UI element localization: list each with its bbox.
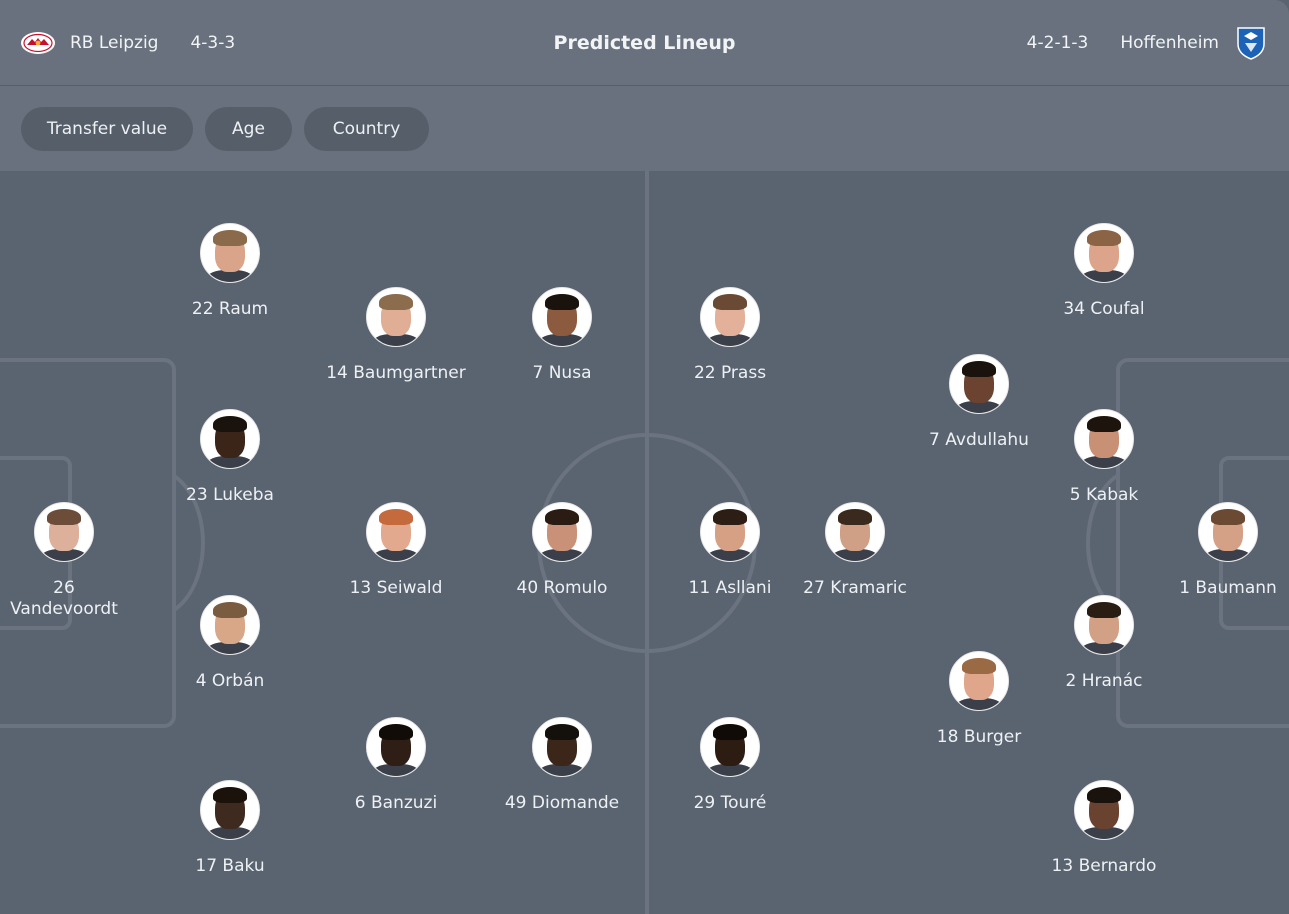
player-card[interactable]: 40 Romulo <box>472 502 652 599</box>
hoffenheim-crest-icon <box>1233 25 1269 61</box>
home-formation: 4-3-3 <box>190 32 236 53</box>
away-team-name: Hoffenheim <box>1120 32 1219 53</box>
player-name: 29 Touré <box>693 793 767 813</box>
player-photo <box>532 287 592 347</box>
away-formation: 4-2-1-3 <box>1026 32 1089 53</box>
player-photo <box>1074 595 1134 655</box>
player-card[interactable]: 18 Burger <box>889 651 1069 748</box>
player-name: 22 Raum <box>191 299 269 319</box>
player-photo <box>532 502 592 562</box>
player-card[interactable]: 11 Asllani <box>640 502 820 599</box>
player-card[interactable]: 5 Kabak <box>1014 409 1194 506</box>
player-card[interactable]: 6 Banzuzi <box>306 717 486 814</box>
player-photo <box>700 502 760 562</box>
player-card[interactable]: 49 Diomande <box>472 717 652 814</box>
pitch: 22 Raum 23 Lukeba 26 Vandevoordt 4 Orbán… <box>0 171 1289 914</box>
player-card[interactable]: 34 Coufal <box>1014 223 1194 320</box>
player-name: 26 Vandevoordt <box>10 578 118 619</box>
player-card[interactable]: 1 Baumann <box>1170 502 1286 599</box>
player-photo <box>700 287 760 347</box>
player-photo <box>532 717 592 777</box>
player-name: 18 Burger <box>936 727 1022 747</box>
player-photo <box>1074 223 1134 283</box>
player-card[interactable]: 17 Baku <box>140 780 320 877</box>
filter-country-button[interactable]: Country <box>304 107 429 151</box>
player-name: 22 Prass <box>693 363 767 383</box>
player-photo <box>1074 780 1134 840</box>
player-name: 34 Coufal <box>1063 299 1145 319</box>
player-card[interactable]: 7 Avdullahu <box>889 354 1069 451</box>
player-photo <box>34 502 94 562</box>
player-photo <box>366 287 426 347</box>
player-name: 4 Orbán <box>195 671 265 691</box>
filter-transfer-value-button[interactable]: Transfer value <box>21 107 193 151</box>
player-name: 40 Romulo <box>516 578 608 598</box>
home-team-name: RB Leipzig <box>70 32 159 53</box>
player-photo <box>700 717 760 777</box>
away-team[interactable]: 4-2-1-3 Hoffenheim <box>1027 0 1269 85</box>
player-card[interactable]: 29 Touré <box>640 717 820 814</box>
player-card[interactable]: 23 Lukeba <box>140 409 320 506</box>
player-photo <box>949 354 1009 414</box>
player-card[interactable]: 4 Orbán <box>140 595 320 692</box>
player-photo <box>200 409 260 469</box>
player-card[interactable]: 13 Bernardo <box>1014 780 1194 877</box>
filter-age-button[interactable]: Age <box>205 107 292 151</box>
player-card[interactable]: 27 Kramaric <box>765 502 945 599</box>
player-name: 7 Avdullahu <box>929 430 1029 450</box>
player-name: 27 Kramaric <box>803 578 907 598</box>
player-card[interactable]: 22 Raum <box>140 223 320 320</box>
player-name: 13 Bernardo <box>1051 856 1157 876</box>
player-name: 6 Banzuzi <box>354 793 438 813</box>
player-name: 23 Lukeba <box>186 485 274 505</box>
player-photo <box>200 223 260 283</box>
player-name: 11 Asllani <box>688 578 772 598</box>
player-name: 5 Kabak <box>1069 485 1139 505</box>
player-photo <box>366 502 426 562</box>
player-name: 1 Baumann <box>1179 578 1277 598</box>
player-photo <box>200 780 260 840</box>
player-name: 17 Baku <box>195 856 265 876</box>
filter-bar: Transfer value Age Country <box>0 86 1289 171</box>
player-card[interactable]: 2 Hranác <box>1014 595 1194 692</box>
rb-leipzig-crest-icon <box>20 25 56 61</box>
player-name: 13 Seiwald <box>349 578 443 598</box>
player-photo <box>825 502 885 562</box>
player-photo <box>200 595 260 655</box>
player-photo <box>1198 502 1258 562</box>
player-photo <box>366 717 426 777</box>
player-card[interactable]: 26 Vandevoordt <box>0 502 129 620</box>
away-penalty-box <box>1116 358 1289 728</box>
player-photo <box>949 651 1009 711</box>
player-card[interactable]: 14 Baumgartner <box>306 287 486 384</box>
home-penalty-box <box>0 358 176 728</box>
player-photo <box>1074 409 1134 469</box>
player-name: 7 Nusa <box>532 363 592 383</box>
lineup-header: RB Leipzig 4-3-3 Predicted Lineup 4-2-1-… <box>0 0 1289 86</box>
player-card[interactable]: 7 Nusa <box>472 287 652 384</box>
player-name: 49 Diomande <box>504 793 620 813</box>
player-card[interactable]: 22 Prass <box>640 287 820 384</box>
player-name: 2 Hranác <box>1065 671 1143 691</box>
player-card[interactable]: 13 Seiwald <box>306 502 486 599</box>
player-name: 14 Baumgartner <box>326 363 466 383</box>
home-team[interactable]: RB Leipzig 4-3-3 <box>20 0 235 85</box>
